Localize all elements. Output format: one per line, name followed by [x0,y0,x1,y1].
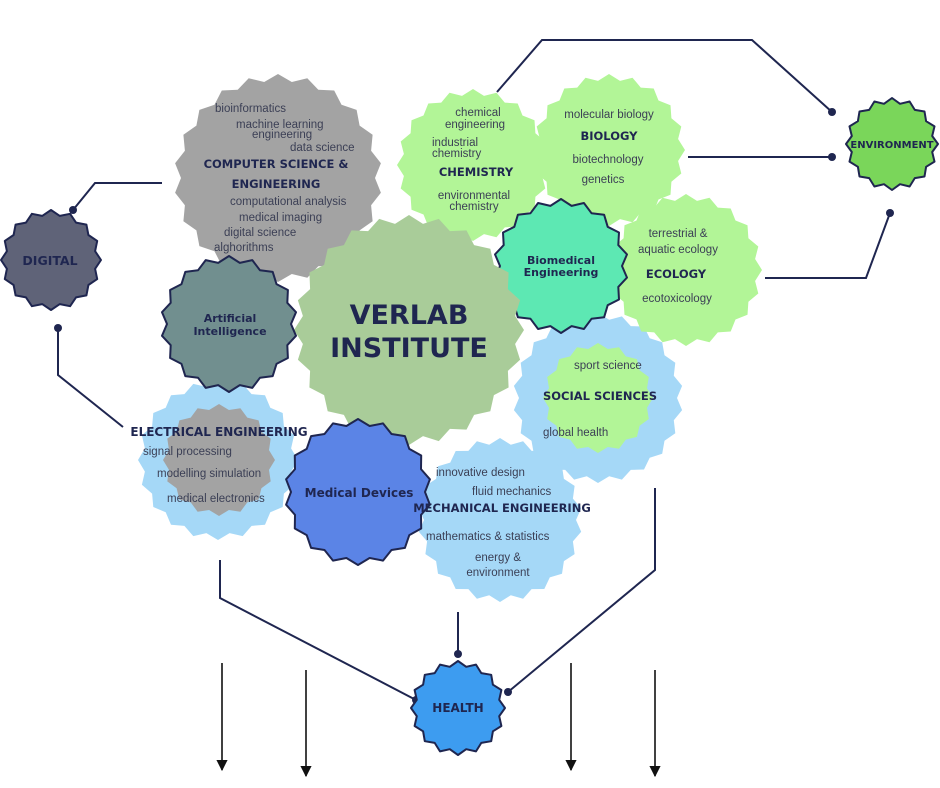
cs-topic: digital science [224,227,296,239]
badge-center [294,215,524,445]
social-topic: sport science [574,360,642,372]
hub-health-label: HEALTH [432,701,483,715]
ee-topic: modelling simulation [157,468,261,480]
cs-topic: machine learning [236,119,324,131]
social-title: SOCIAL SCIENCES [543,389,657,403]
badge-ecology [610,194,762,346]
center-title: VERLAB [350,300,469,331]
badge-electrical-engineering-inner [163,404,275,516]
mech-topic: mathematics & statistics [426,531,550,543]
badge-mechanical-engineering [418,438,582,602]
ee-title: ELECTRICAL ENGINEERING [130,425,307,439]
hub-environment-label: ENVIRONMENT [850,140,933,151]
mech-topic: energy & [475,552,521,564]
center-title-2: INSTITUTE [330,333,488,364]
badge-artificial-intelligence [161,255,297,393]
chem-topic: chemical [455,107,500,119]
badge-digital [0,209,102,311]
cs-title-2: ENGINEERING [232,177,321,191]
bio-topic: biotechnology [573,154,644,166]
chem-title: CHEMISTRY [439,165,514,179]
connector-chem-environment [496,39,833,113]
badge-health [410,660,506,756]
eco-topic: terrestrial & [649,228,708,240]
connector-ee-health [219,560,417,701]
cs-topic: alghorithms [214,242,274,254]
cs-topic: bioinformatics [215,103,286,115]
ai-title-2: Intelligence [193,325,266,338]
ee-topic: medical electronics [167,493,265,505]
badge-biology [533,74,685,226]
mech-topic: environment [466,567,530,579]
mech-topic: innovative design [436,467,525,479]
biomed-title-2: Engineering [524,266,599,279]
social-topic: global health [543,427,608,439]
mech-title: MECHANICAL ENGINEERING [413,501,591,515]
chem-topic: chemistry [449,201,498,213]
cs-topic: computational analysis [230,196,347,208]
output-arrows [216,663,661,778]
connector-social-health [507,488,656,693]
ee-topic: signal processing [143,446,232,458]
biomed-title: Biomedical [527,254,595,267]
connector-ecology-environment [765,212,891,279]
cs-title: COMPUTER SCIENCE & [204,157,349,171]
connector-lines [57,39,891,701]
eco-title: ECOLOGY [646,267,707,281]
cs-topic: engineering [252,129,312,141]
bio-topic: genetics [582,174,625,186]
eco-topic: aquatic ecology [638,244,718,256]
md-title: Medical Devices [305,486,414,500]
cs-topic: medical imaging [239,212,322,224]
badge-environment [845,97,939,191]
badges [0,74,939,756]
badge-medical-devices [285,418,431,566]
chem-topic: industrial [432,137,478,149]
labels: bioinformatics machine learning engineer… [22,103,933,715]
bio-title: BIOLOGY [580,129,638,143]
badge-social-sciences-inner [543,343,653,453]
badge-biomedical-engineering [494,198,628,334]
cs-topic: data science [290,142,355,154]
chem-topic: chemistry [432,148,481,160]
bio-topic: molecular biology [564,109,654,121]
mech-topic: fluid mechanics [472,486,552,498]
chem-topic: environmental [438,190,510,202]
eco-topic: ecotoxicology [642,293,712,305]
badge-computer-science [175,74,381,282]
badge-chemistry [397,89,549,241]
ai-title: Artificial [204,312,257,325]
hub-digital-label: DIGITAL [22,253,77,268]
connector-cs-digital [72,182,162,211]
chem-topic: engineering [445,119,505,131]
connector-ee-digital [57,328,124,428]
